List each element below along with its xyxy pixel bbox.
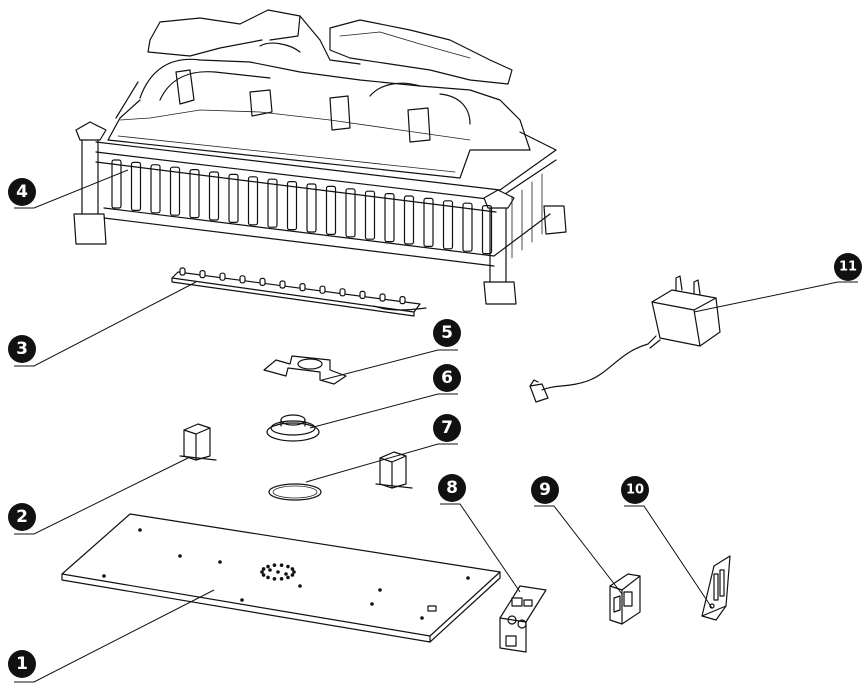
led-bulb	[319, 285, 326, 294]
led-board	[171, 267, 427, 317]
grate-bar	[169, 166, 181, 216]
callout-number-6: 6	[441, 368, 453, 388]
callout-badge-8: 8	[438, 474, 466, 502]
callout-number-11: 11	[839, 260, 857, 275]
grate-bar	[247, 176, 259, 226]
callout-badge-2: 2	[8, 503, 36, 531]
callout-number-10: 10	[626, 483, 644, 498]
led-bulb	[339, 288, 346, 297]
plate-hole	[178, 554, 182, 558]
grate-bar	[481, 205, 493, 255]
plate-hole	[298, 584, 302, 588]
plate-hole	[261, 573, 266, 577]
callout-number-4: 4	[16, 182, 28, 202]
plate-hole	[279, 577, 284, 581]
plate-hole	[286, 564, 290, 569]
callout-number-7: 7	[441, 418, 453, 438]
plate-hole	[284, 572, 288, 576]
grate-bar	[267, 178, 278, 228]
led-bulb	[239, 275, 246, 284]
plate-hole	[378, 588, 382, 592]
grate-bar	[442, 200, 454, 250]
power-adapter	[529, 275, 721, 403]
callout-number-8: 8	[446, 478, 458, 498]
callout-number-9: 9	[539, 480, 551, 500]
plate-hole	[292, 570, 296, 574]
plate-hole	[138, 528, 142, 532]
plate-hole	[102, 574, 106, 578]
callout-badge-11: 11	[834, 253, 862, 281]
plate-hole	[420, 616, 424, 620]
callout-number-1: 1	[16, 654, 28, 674]
leader-lines	[14, 169, 858, 683]
plate-hole	[466, 576, 470, 580]
plate-hole	[290, 573, 295, 577]
callout-badge-5: 5	[433, 319, 461, 347]
plate-hole	[240, 598, 244, 602]
speaker-bracket	[263, 355, 347, 385]
plate-hole	[218, 560, 222, 564]
grate-bar	[364, 190, 376, 240]
plate-hole	[370, 602, 374, 606]
grate-bar	[189, 169, 200, 219]
callout-badge-10: 10	[621, 476, 649, 504]
led-bulb	[359, 290, 366, 299]
plate-hole	[272, 577, 277, 581]
plate-hole	[266, 575, 270, 580]
plate-hole	[286, 575, 290, 580]
plate-hole	[261, 567, 266, 571]
callout-badge-1: 1	[8, 650, 36, 678]
callout-number-5: 5	[441, 323, 453, 343]
callout-badge-6: 6	[433, 364, 461, 392]
switch-bracket	[701, 555, 731, 621]
led-bulb	[199, 270, 206, 279]
led-bulb	[279, 280, 286, 289]
control-board	[499, 585, 547, 653]
led-bulb	[399, 296, 406, 305]
grate-bar	[286, 181, 298, 231]
led-bulb	[299, 283, 306, 292]
speaker	[266, 414, 320, 442]
grate-bar	[345, 188, 356, 238]
plate-hole	[279, 563, 284, 567]
grate-bar	[325, 185, 337, 235]
plate-hole	[260, 570, 264, 574]
plate-hole	[268, 568, 272, 572]
grate-bar	[306, 183, 317, 233]
grate-bar	[130, 161, 142, 211]
grate-bar	[208, 171, 220, 221]
led-bulb	[179, 267, 186, 276]
switch-module	[609, 573, 641, 625]
base-plate	[61, 513, 501, 643]
callout-badge-3: 3	[8, 335, 36, 363]
plate-hole	[266, 564, 270, 569]
grate-bar	[228, 173, 239, 223]
callout-number-2: 2	[16, 507, 28, 527]
led-bulb	[259, 277, 266, 286]
callout-badge-7: 7	[433, 414, 461, 442]
callout-badge-4: 4	[8, 178, 36, 206]
gasket-ring	[268, 483, 322, 501]
grate-bar	[462, 202, 473, 252]
grate-bar	[150, 164, 161, 214]
plate-hole	[290, 567, 295, 571]
grate-bar	[423, 197, 434, 247]
plate-hole	[276, 570, 280, 574]
callout-number-3: 3	[16, 339, 28, 359]
grate-bar	[111, 159, 122, 209]
log-set-grate	[73, 9, 567, 305]
plate-hole	[272, 563, 277, 567]
callout-badge-9: 9	[531, 476, 559, 504]
mounting-clip-left	[179, 423, 217, 461]
led-bulb	[219, 272, 226, 281]
led-bulb	[379, 293, 386, 302]
grate-bar	[403, 195, 415, 245]
grate-bar	[384, 193, 395, 243]
mounting-clip-right	[375, 451, 413, 489]
